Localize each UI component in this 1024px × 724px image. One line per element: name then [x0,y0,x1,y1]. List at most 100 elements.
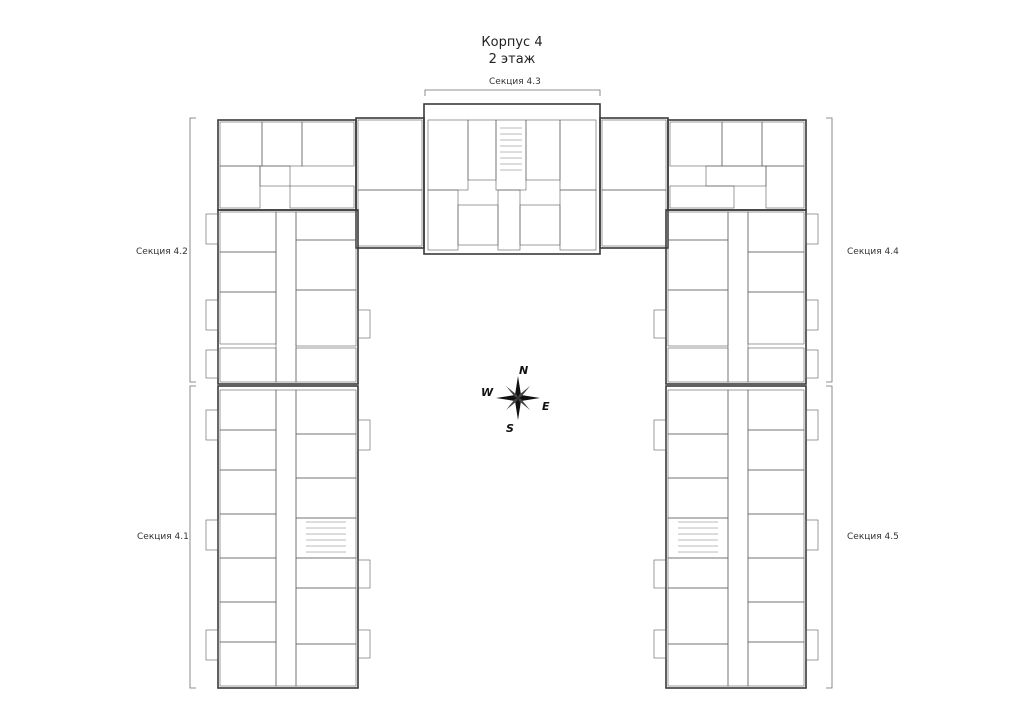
bracket-section-4-2 [189,117,196,383]
bracket-section-4-5 [826,385,833,689]
right-wing-section-4-4 [653,209,819,385]
apartment-room [747,211,805,253]
apartment-room [747,601,805,643]
corridor [727,389,749,687]
plan-title: Корпус 4 2 этаж [462,34,562,68]
corridor [275,389,297,687]
apartment-room [525,119,561,181]
apartment-room [427,189,459,251]
left-wing-section-4-2 [205,209,371,385]
apartment-room [601,119,667,191]
bracket-section-4-4 [826,117,833,383]
stair-core [667,211,729,241]
apartment-room [219,347,277,383]
apartment-room [667,289,729,347]
corridor [275,211,297,383]
apartment-room [295,477,357,519]
compass-rose: N W E S [481,364,550,435]
corridor [289,185,355,209]
apartment-room [667,347,729,383]
apartment-room [559,189,597,251]
section-label-4-3: Секция 4.3 [489,77,541,87]
apartment-room [721,121,763,167]
corridor [727,211,749,383]
apartment-room [219,251,277,293]
apartment-room [747,389,805,431]
apartment-room [467,119,497,181]
apartment-room [667,433,729,479]
section-label-4-2: Секция 4.2 [136,247,188,257]
section-label-4-1: Секция 4.1 [137,532,189,542]
section-label-4-4: Секция 4.4 [847,247,899,257]
apartment-room [295,239,357,291]
apartment-room [747,469,805,515]
apartment-room [667,643,729,687]
compass-north-arrow [515,376,521,398]
apartment-room [559,119,597,191]
corridor [497,189,521,251]
apartment-room [295,557,357,589]
apartment-room [295,433,357,479]
bracket-section-4-3 [424,89,601,96]
apartment-room [219,121,263,167]
apartment-room [219,641,277,687]
apartment-room [427,119,469,191]
apartment-room [219,429,277,471]
apartment-room [601,189,667,247]
left-wing-section-4-1 [205,385,371,689]
apartment-room [219,211,277,253]
apartment-room [519,204,561,246]
apartment-room [747,291,805,345]
apartment-room [747,557,805,603]
apartment-room [295,643,357,687]
apartment-room [765,165,805,209]
apartment-room [261,121,303,167]
apartment-room [667,239,729,291]
apartment-room [219,557,277,603]
top-wing [217,103,807,255]
apartment-room [219,513,277,559]
apartment-room [301,121,355,167]
section-label-4-5: Секция 4.5 [847,532,899,542]
bracket-section-4-1 [189,385,196,689]
apartment-room [295,289,357,347]
compass-s-label: S [506,422,514,435]
compass-n-label: N [519,364,528,377]
compass-w-label: W [481,386,494,399]
apartment-room [667,587,729,645]
apartment-room [667,389,729,435]
apartment-room [219,291,277,345]
apartment-room [747,429,805,471]
apartment-room [705,165,767,187]
floor-name: 2 этаж [488,52,536,67]
right-wing-section-4-5 [653,385,819,689]
apartment-room [295,347,357,383]
stair-core [295,211,357,241]
apartment-room [219,389,277,431]
building-name: Корпус 4 [481,35,543,50]
apartment-room [357,189,423,247]
corridor [669,185,735,209]
compass-e-label: E [542,400,550,413]
apartment-room [219,601,277,643]
apartment-room [747,347,805,383]
apartment-room [357,119,423,191]
apartment-room [259,165,291,187]
apartment-room [457,204,499,246]
apartment-room [295,587,357,645]
apartment-room [747,641,805,687]
compass-south-arrow [515,398,521,420]
apartment-room [667,477,729,519]
apartment-room [747,513,805,559]
apartment-room [761,121,805,167]
apartment-room [219,469,277,515]
compass-west-arrow [496,395,518,401]
apartment-room [295,389,357,435]
section-brackets [189,89,833,689]
apartment-room [747,251,805,293]
stair-core [495,119,527,191]
compass-east-arrow [518,395,540,401]
apartment-room [667,557,729,589]
